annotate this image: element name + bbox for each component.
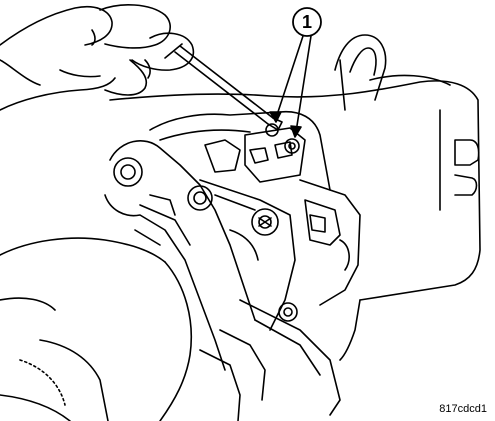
screwdriver-drawing [164, 43, 283, 131]
callout-1: 1 [269, 7, 322, 138]
screw-head-right [284, 138, 300, 154]
hand-drawing [0, 4, 195, 111]
arm-drawing [0, 237, 193, 421]
callout-number: 1 [302, 12, 312, 32]
screw-head-left [265, 123, 279, 137]
fasteners [187, 123, 300, 322]
pivot-arm [104, 140, 256, 371]
figure-id-label: 817cdcd1 [439, 403, 487, 415]
shifter-mechanism [149, 110, 361, 421]
console-housing [109, 34, 481, 361]
